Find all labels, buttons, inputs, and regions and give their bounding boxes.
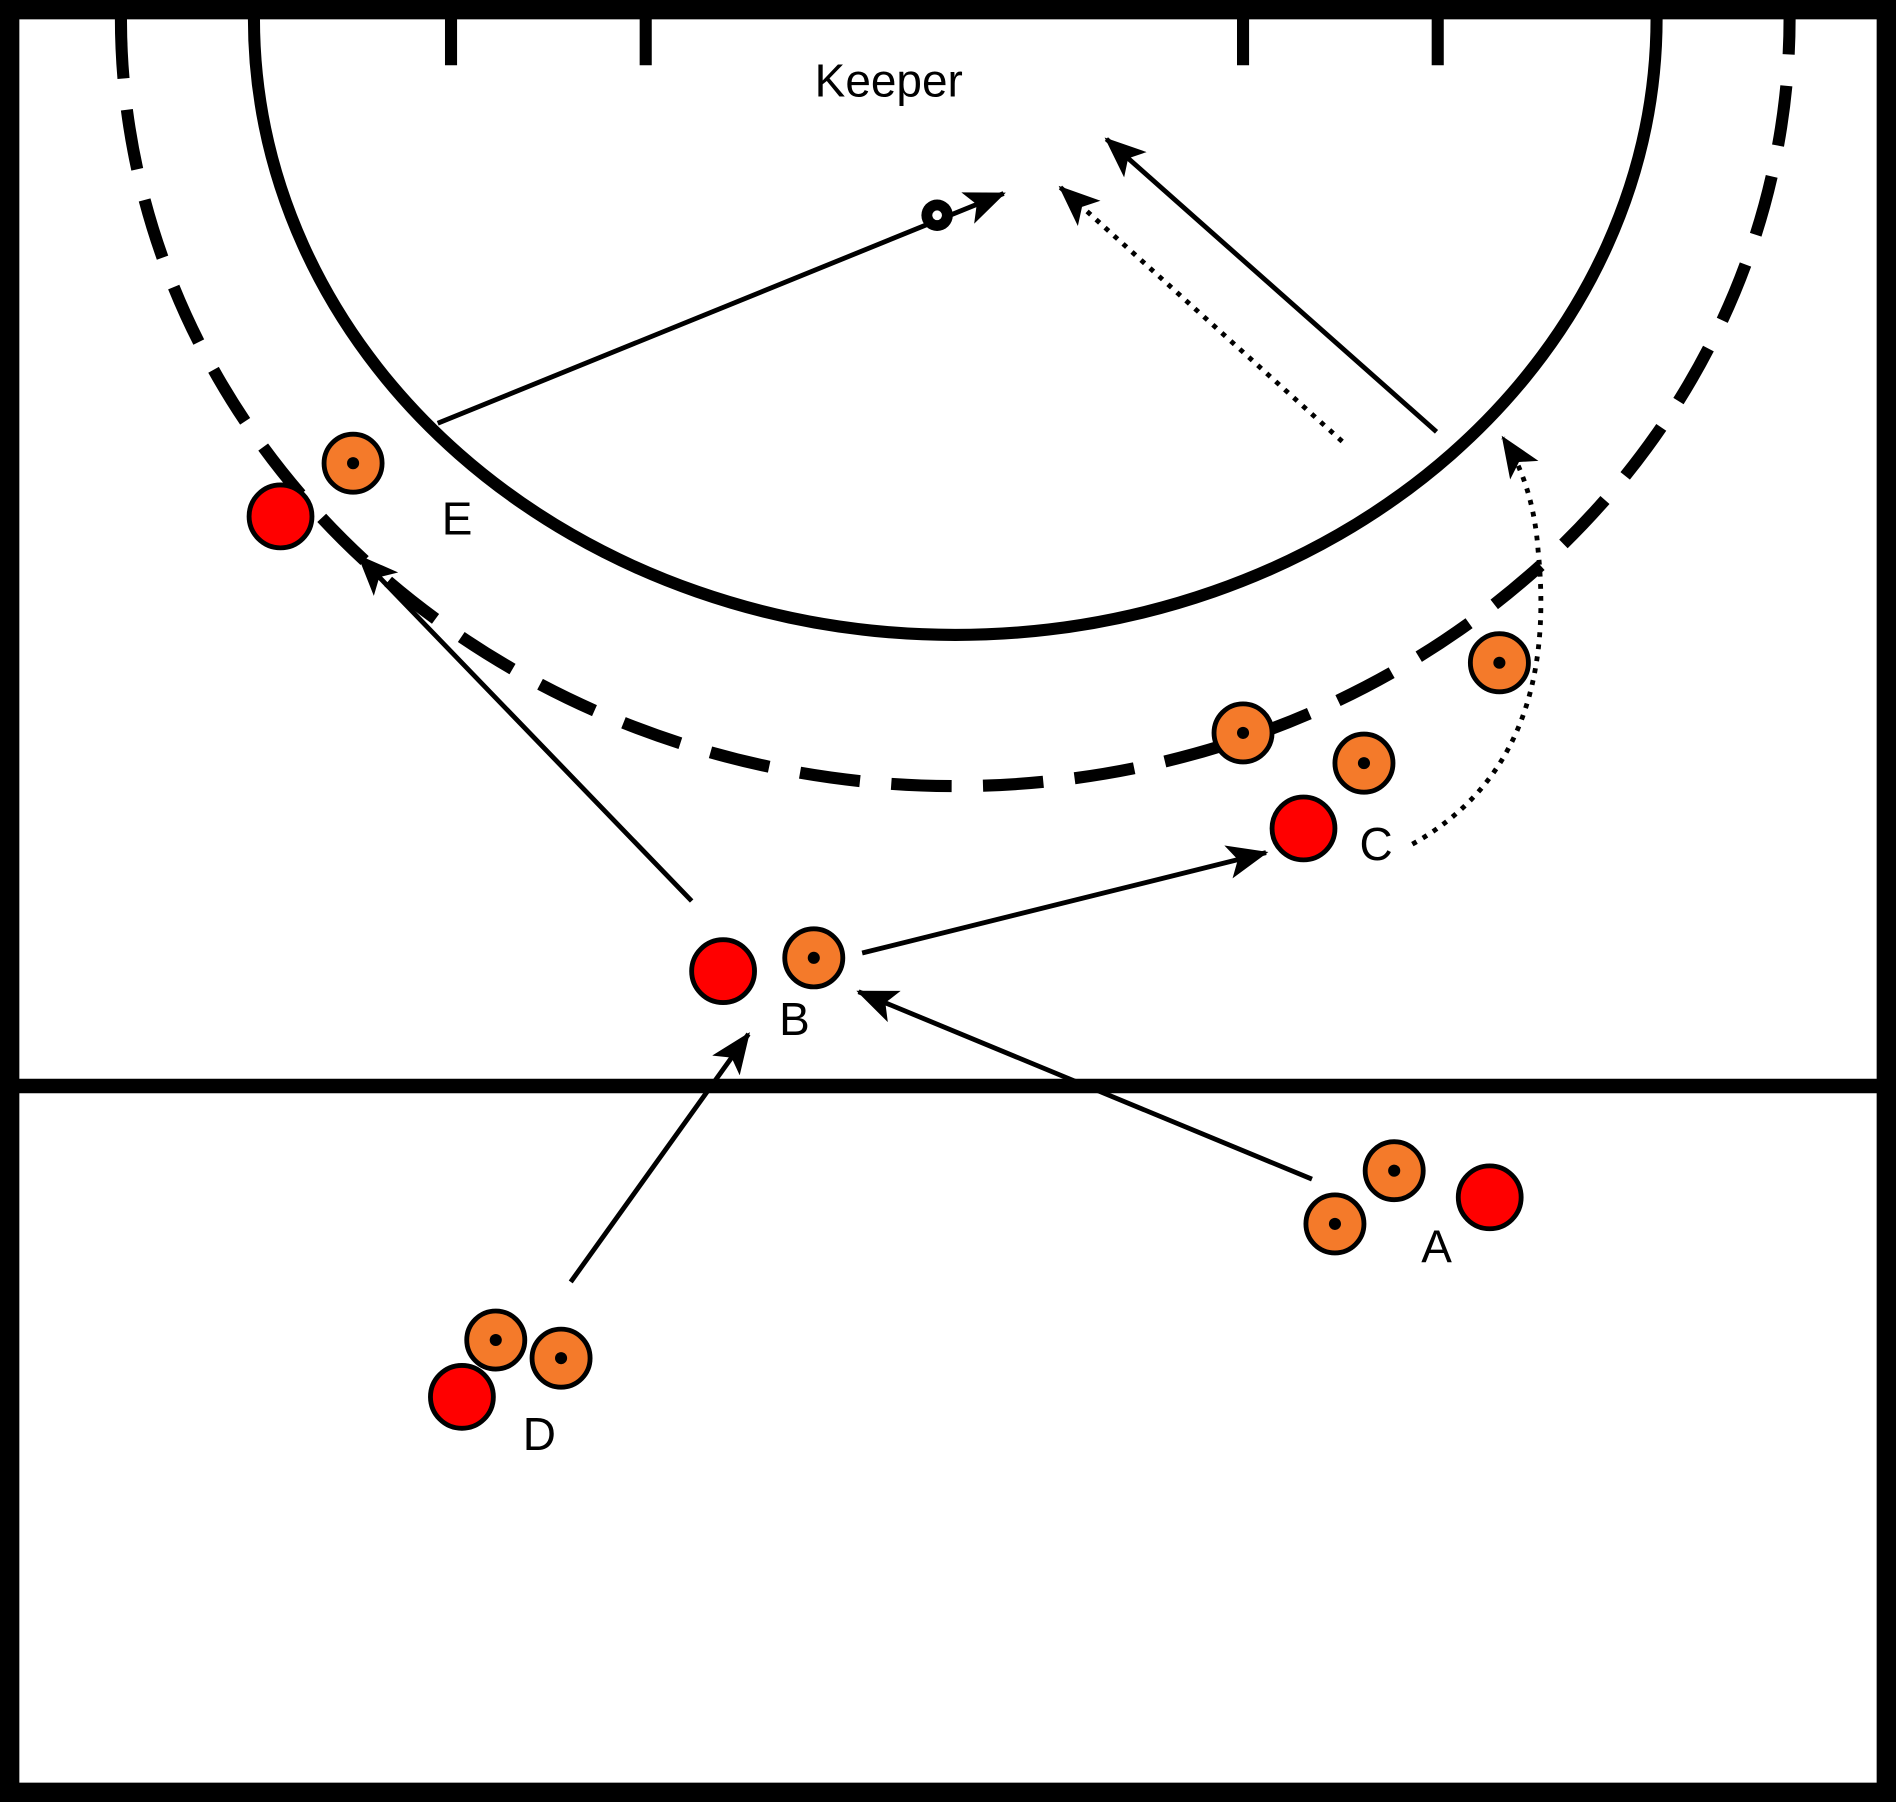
- dribble-arrow: [1058, 185, 1344, 444]
- cone-icon: [1362, 1139, 1426, 1203]
- movement-arrows: [357, 137, 1544, 1284]
- players: [246, 482, 1524, 1431]
- cones: [321, 431, 1531, 1390]
- label-d: D: [523, 1408, 556, 1460]
- player-a: [1455, 1163, 1524, 1232]
- cone-icon: [1332, 731, 1396, 795]
- label-b: B: [779, 993, 810, 1045]
- player-c: [1269, 794, 1338, 863]
- cone-icon: [464, 1308, 528, 1372]
- cone-icon: [321, 431, 385, 495]
- keeper-label: Keeper: [815, 55, 963, 107]
- goal-ticks: [444, 18, 1444, 66]
- cone-icon: [782, 926, 846, 990]
- dashed-circle: [114, 18, 1796, 793]
- run-arrow-right: [1104, 137, 1439, 434]
- cone-icon: [1303, 1192, 1367, 1256]
- pass-b-to-e-arrow: [357, 554, 694, 903]
- label-a: A: [1421, 1221, 1452, 1273]
- pass-a-to-b-arrow: [856, 989, 1313, 1182]
- label-e: E: [442, 493, 473, 545]
- dribble-curve-arrow: [1411, 435, 1544, 847]
- shooting-circle: [247, 18, 1663, 641]
- cone-icon: [1467, 631, 1531, 695]
- ball-icon: [921, 199, 953, 231]
- player-d: [428, 1362, 496, 1431]
- pass-b-to-c-arrow: [861, 845, 1269, 956]
- pass-d-to-b-arrow: [568, 1032, 751, 1284]
- player-b: [689, 937, 757, 1006]
- cone-icon: [529, 1326, 593, 1390]
- shot-arrow: [436, 191, 1006, 426]
- label-c: C: [1359, 818, 1392, 870]
- cone-icon: [1211, 701, 1275, 765]
- player-e: [246, 482, 315, 551]
